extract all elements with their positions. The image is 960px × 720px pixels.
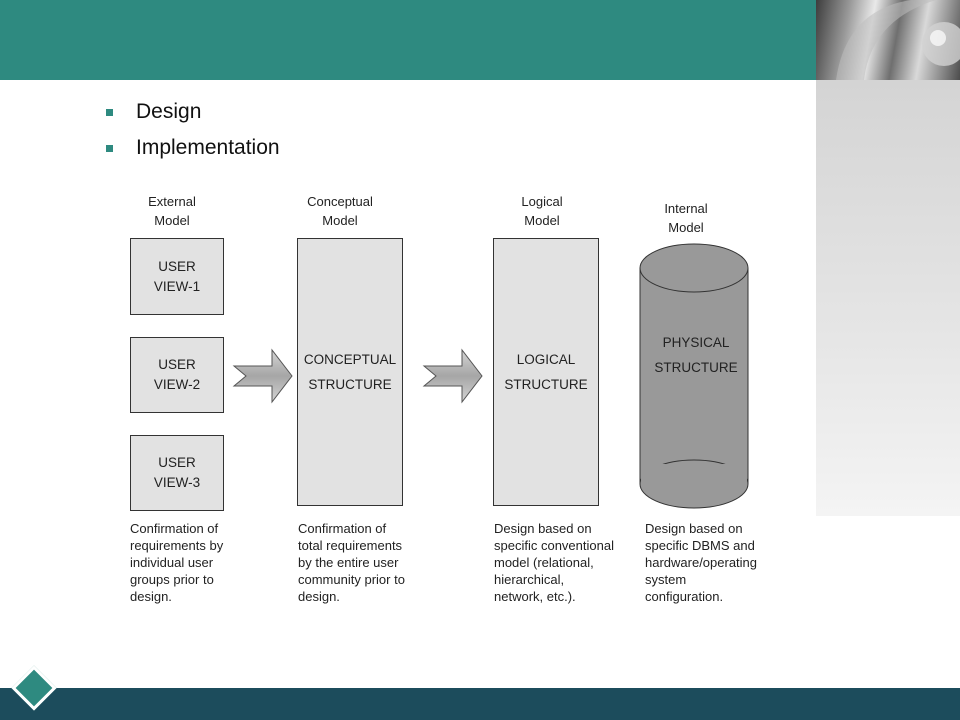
box-label: CONCEPTUAL [303,352,397,367]
description-line: configuration. [645,589,724,604]
header-line: Model [322,213,358,228]
description-line: hierarchical, [494,572,565,587]
description-line: by the entire user [298,555,399,570]
database-cylinder-icon [639,243,749,509]
user-view-2-box: USER VIEW-2 [130,337,224,413]
column-header-logical: Logical Model [482,192,602,230]
header-line: Model [154,213,190,228]
arrow-right-icon [232,348,293,404]
description-line: hardware/operating [645,555,758,570]
box-label: VIEW-3 [153,475,201,490]
box-label: VIEW-2 [153,377,201,392]
header-bar [0,0,816,80]
footer-bar [0,688,960,720]
bullet-text: Implementation [136,136,280,159]
description-line: system [645,572,687,587]
description-line: total requirements [298,538,403,553]
arrow-right-icon [422,348,483,404]
header-line: Logical [521,194,563,209]
conceptual-structure-box: CONCEPTUAL STRUCTURE [297,238,403,506]
square-bullet-icon [106,108,113,116]
bullet-list: Design Implementation [106,94,280,166]
description-line: model (relational, [494,555,594,570]
description-line: network, etc.). [494,589,576,604]
external-model-description: Confirmation of requirements by individu… [130,520,223,605]
description-line: specific DBMS and [645,538,755,553]
box-label: USER [158,455,196,470]
column-header-external: External Model [112,192,232,230]
box-label: STRUCTURE [504,377,588,392]
square-bullet-icon [106,144,113,152]
right-gradient-panel [816,80,960,516]
description-line: requirements by [130,538,224,553]
description-line: community prior to [298,572,405,587]
user-view-1-box: USER VIEW-1 [130,238,224,315]
logical-model-description: Design based on specific conventional mo… [494,520,614,605]
description-line: specific conventional [494,538,614,553]
description-line: Confirmation of [130,521,219,536]
description-line: design. [298,589,340,604]
conceptual-model-description: Confirmation of total requirements by th… [298,520,405,605]
description-line: Confirmation of [298,521,387,536]
box-label: STRUCTURE [308,377,392,392]
user-view-3-box: USER VIEW-3 [130,435,224,511]
box-label: LOGICAL [516,352,576,367]
physical-structure-label: PHYSICAL STRUCTURE [640,330,752,380]
column-header-internal: Internal Model [626,199,746,237]
header-line: Conceptual [307,194,373,209]
box-label: USER [158,357,196,372]
logical-structure-box: LOGICAL STRUCTURE [493,238,599,506]
box-label: VIEW-1 [153,278,201,294]
description-line: design. [130,589,172,604]
bullet-item-implementation: Implementation [106,130,280,166]
bullet-text: Design [136,100,202,123]
description-line: Design based on [494,521,592,536]
box-label: STRUCTURE [654,360,738,375]
header-line: Model [668,220,704,235]
header-line: Internal [664,201,708,216]
description-line: groups prior to [130,572,214,587]
column-header-conceptual: Conceptual Model [280,192,400,230]
header-line: Model [524,213,560,228]
header-line: External [148,194,196,209]
internal-model-description: Design based on specific DBMS and hardwa… [645,520,757,605]
description-line: Design based on [645,521,743,536]
description-line: individual user [130,555,214,570]
corner-decorative-image [816,0,960,80]
box-label: PHYSICAL [662,335,730,350]
box-label: USER [158,258,196,274]
bullet-item-design: Design [106,94,280,130]
